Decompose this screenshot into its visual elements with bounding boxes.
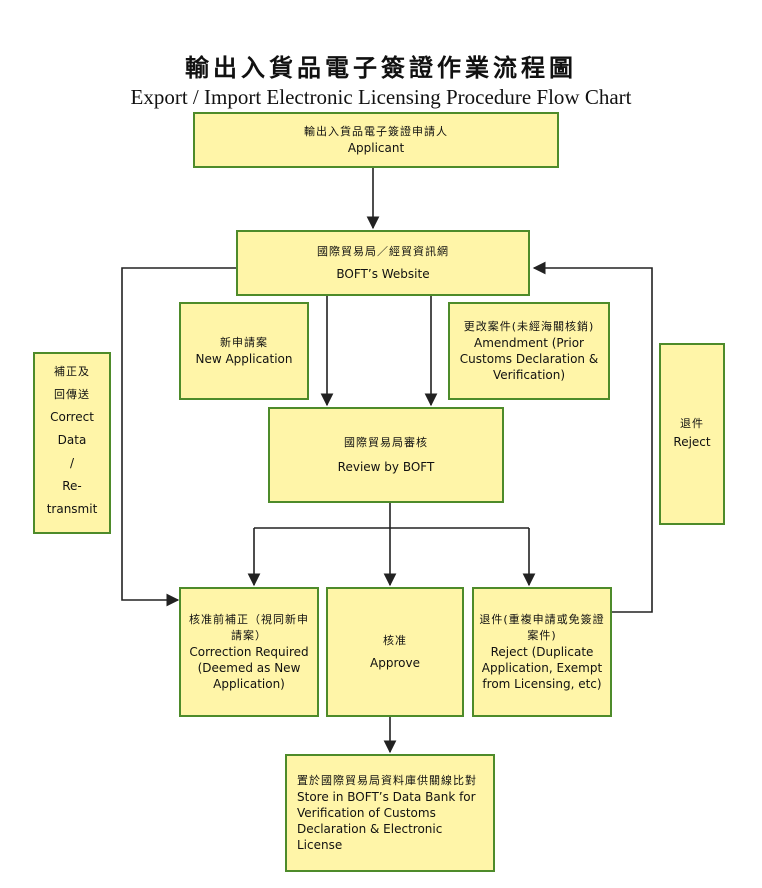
reject-side-label-en: Reject: [673, 435, 711, 449]
reject-side-box: 退件 Reject: [659, 343, 725, 525]
website-label-en: BOFT’s Website: [336, 267, 430, 281]
reject-duplicate-label-en: Reject (Duplicate Application, Exempt fr…: [481, 645, 603, 691]
approve-label-en: Approve: [370, 656, 420, 670]
correct-retransmit-en-5: transmit: [46, 502, 98, 516]
website-label-zh: 國際貿易局／經貿資訊網: [317, 245, 449, 258]
amendment-label-en: Amendment (Prior Customs Declaration & V…: [459, 336, 599, 382]
arrow-website-to-correction-loop: [121, 267, 236, 607]
correction-label-en: Correction Required (Deemed as New Appli…: [189, 645, 309, 691]
applicant-label-en: Applicant: [347, 141, 405, 155]
correct-retransmit-en-2: Data: [57, 433, 87, 447]
store-label-en: Store in BOFT’s Data Bank for Verificati…: [297, 790, 476, 852]
correct-retransmit-en-4: Re-: [62, 479, 82, 493]
applicant-label-zh: 輸出入貨品電子簽證申請人: [304, 125, 448, 138]
correct-retransmit-box: 補正及 回傳送 Correct Data / Re- transmit: [33, 352, 111, 534]
new-application-label-zh: 新申請案: [220, 336, 268, 349]
correction-label-zh: 核准前補正（視同新申請案）: [189, 613, 309, 642]
correct-retransmit-zh-1: 補正及: [54, 365, 90, 378]
correct-retransmit-en-3: /: [69, 456, 75, 470]
website-box: 國際貿易局／經貿資訊網 BOFT’s Website: [236, 230, 530, 296]
correction-box: 核准前補正（視同新申請案） Correction Required (Deeme…: [179, 587, 319, 717]
amendment-label-zh: 更改案件(未經海關核銷): [463, 320, 595, 333]
approve-label-zh: 核准: [383, 634, 407, 647]
amendment-box: 更改案件(未經海關核銷) Amendment (Prior Customs De…: [448, 302, 610, 400]
chart-title-zh: 輸出入貨品電子簽證作業流程圖: [185, 53, 577, 82]
correct-retransmit-en-1: Correct: [50, 410, 94, 424]
review-label-zh: 國際貿易局審核: [344, 436, 428, 449]
new-application-box: 新申請案 New Application: [179, 302, 309, 400]
arrow-reject-to-website-loop: [532, 261, 653, 613]
new-application-label-en: New Application: [195, 352, 293, 366]
store-box: 置於國際貿易局資料庫供關線比對 Store in BOFT’s Data Ban…: [285, 754, 495, 872]
store-label-zh: 置於國際貿易局資料庫供關線比對: [297, 774, 477, 787]
reject-side-label-zh: 退件: [680, 417, 704, 430]
reject-duplicate-box: 退件(重複申請或免簽證案件) Reject (Duplicate Applica…: [472, 587, 612, 717]
review-box: 國際貿易局審核 Review by BOFT: [268, 407, 504, 503]
review-label-en: Review by BOFT: [337, 460, 435, 474]
chart-title-en: Export / Import Electronic Licensing Pro…: [130, 85, 632, 109]
correct-retransmit-zh-2: 回傳送: [54, 388, 90, 401]
approve-box: 核准 Approve: [326, 587, 464, 717]
reject-duplicate-label-zh: 退件(重複申請或免簽證案件): [479, 613, 605, 642]
applicant-box: 輸出入貨品電子簽證申請人 Applicant: [193, 112, 559, 168]
